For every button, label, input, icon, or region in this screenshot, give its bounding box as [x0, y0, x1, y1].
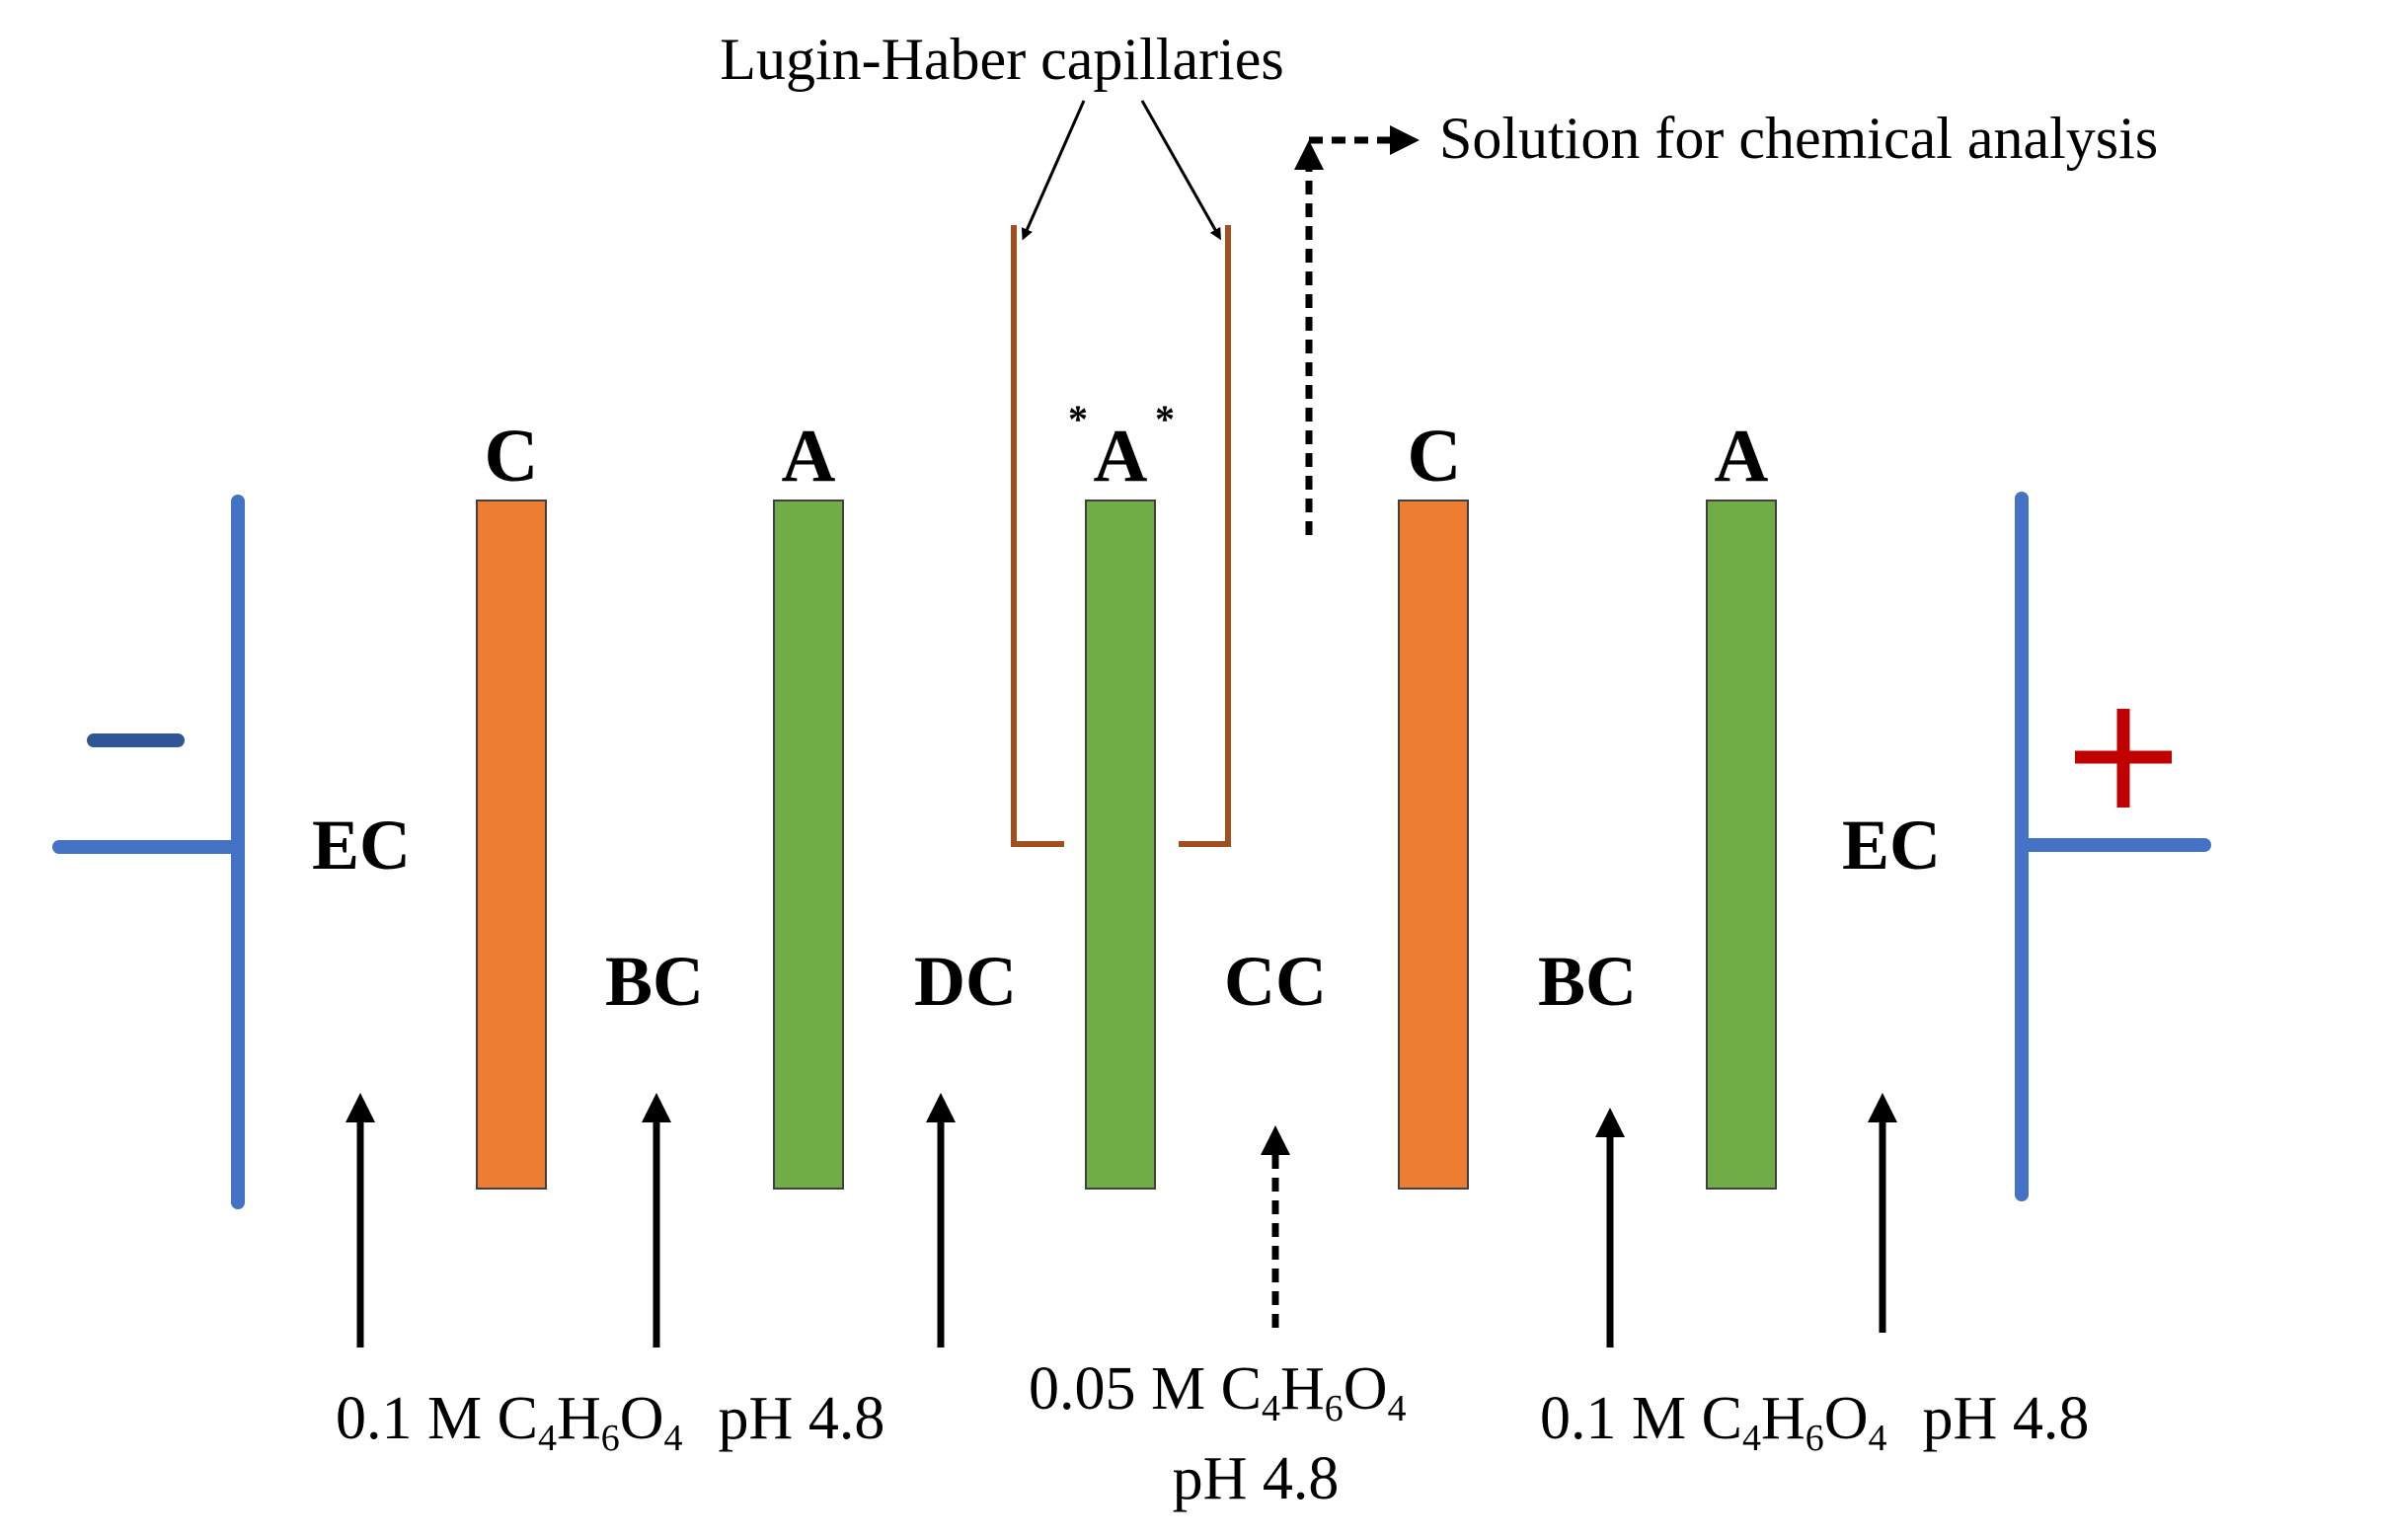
membrane-anion-2	[1085, 500, 1156, 1190]
anode-electrode	[2015, 492, 2211, 1201]
compartment-ec-right: EC	[1842, 806, 1941, 885]
capillary-pointer-left	[1021, 100, 1086, 241]
lugin-haber-capillaries	[1011, 225, 1231, 847]
feed-label-center: 0.05 M C4H6O4	[1029, 1355, 1407, 1429]
membrane-label-4: C	[1408, 415, 1462, 498]
membrane-label-1: C	[485, 415, 539, 498]
compartment-bc-right: BC	[1538, 942, 1637, 1021]
membrane-cation-1	[476, 500, 547, 1190]
solution-outflow-arrow	[1294, 125, 1420, 535]
membrane-cation-2	[1398, 500, 1469, 1190]
capillary-pointer-right	[1140, 100, 1221, 241]
compartment-cc: CC	[1224, 942, 1327, 1021]
compartment-ec-left: EC	[312, 806, 411, 885]
capillaries-label: Lugin-Haber capillaries	[720, 27, 1283, 92]
plus-sign-icon	[2075, 709, 2172, 808]
compartment-dc: DC	[914, 942, 1017, 1021]
membrane-anion-3	[1706, 500, 1777, 1190]
membrane-anion-1	[773, 500, 844, 1190]
cathode-electrode	[52, 495, 245, 1209]
feed-label-center-ph: pH 4.8	[1173, 1445, 1340, 1512]
membrane-star-right: *	[1155, 397, 1175, 441]
membrane-label-5: A	[1715, 415, 1769, 498]
compartment-bc-left: BC	[605, 942, 704, 1021]
membrane-star-left: *	[1068, 397, 1088, 441]
membrane-label-3: A	[1094, 415, 1148, 498]
membrane-label-2: A	[782, 415, 836, 498]
solution-analysis-label: Solution for chemical analysis	[1439, 106, 2158, 171]
